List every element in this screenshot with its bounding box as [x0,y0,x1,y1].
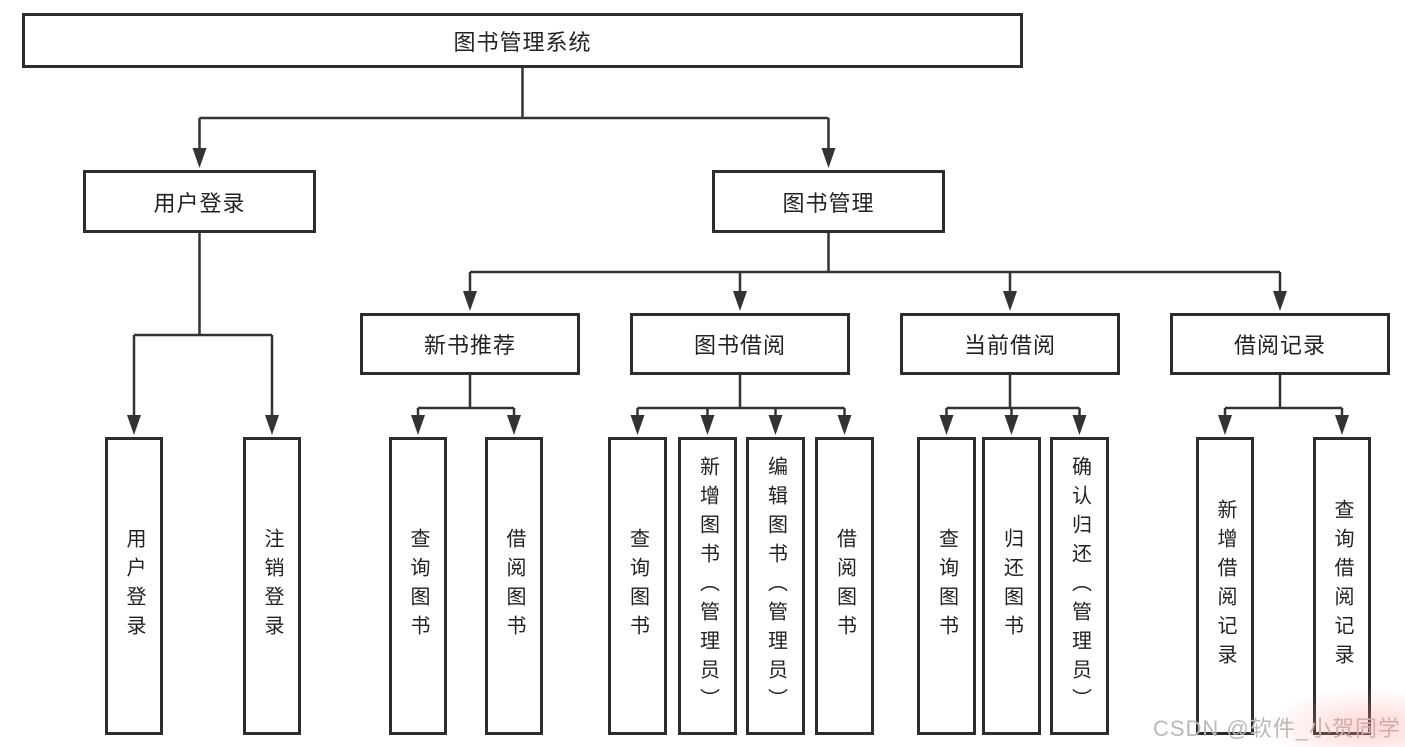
node-new-book-recommendation: 新书推荐 [360,313,580,375]
node-user-login: 用户登录 [83,170,316,233]
node-library-management-system: 图书管理系统 [22,13,1023,68]
leaf-records-add-borrow-record: 新增借阅记录 [1196,437,1254,735]
node-book-borrowing: 图书借阅 [630,313,850,375]
leaf-borrowing-borrow-books: 借阅图书 [815,437,874,735]
leaf-borrowing-add-books-admin: 新增图书（管理员） [678,437,737,735]
leaf-recommend-borrow-books: 借阅图书 [485,437,543,735]
node-borrowing-records: 借阅记录 [1170,313,1390,375]
leaf-records-query-borrow-record: 查询借阅记录 [1313,437,1371,735]
leaf-current-query-books: 查询图书 [917,437,976,735]
leaf-recommend-query-books: 查询图书 [389,437,447,735]
leaf-current-confirm-return-admin: 确认归还（管理员） [1050,437,1109,735]
watermark-csdn: CSDN @软件_小贺同学 [1152,716,1401,741]
leaf-user-login: 用户登录 [105,437,163,735]
node-current-borrowing: 当前借阅 [900,313,1120,375]
leaf-borrowing-edit-books-admin: 编辑图书（管理员） [746,437,805,735]
arrowheads [127,148,1349,435]
leaf-borrowing-query-books: 查询图书 [608,437,667,735]
leaf-logout-login: 注销登录 [243,437,301,735]
node-book-management: 图书管理 [712,170,945,233]
leaf-current-return-books: 归还图书 [982,437,1041,735]
